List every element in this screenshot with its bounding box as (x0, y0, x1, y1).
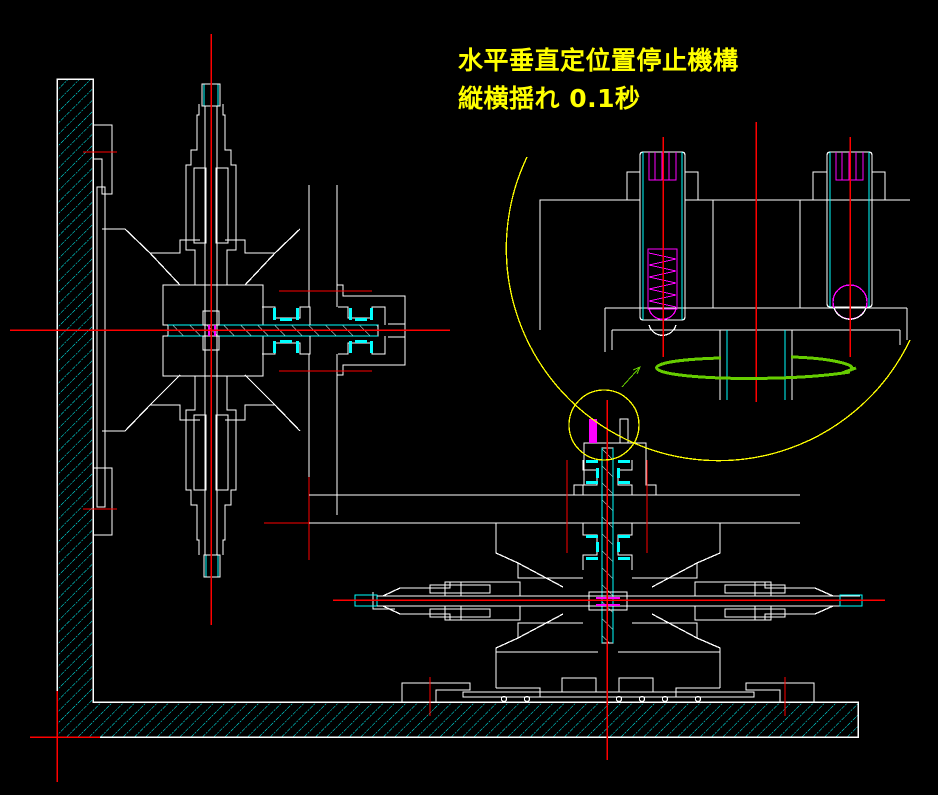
leader-arrowhead (632, 366, 641, 375)
detail-leader-line (621, 366, 641, 388)
horizontal-disc-assembly (333, 400, 885, 760)
detail-callout-circle (568, 389, 640, 461)
lower-boss-r (225, 404, 301, 432)
bearing-housing-2 (338, 306, 386, 355)
vertical-disc-assembly (10, 34, 450, 625)
table-plate (309, 494, 800, 524)
lower-boss (102, 404, 200, 432)
title-line-2: 縦横揺れ 0.1秒 (458, 84, 641, 113)
upper-bearing (582, 460, 633, 495)
small-ball-detent (619, 418, 629, 444)
lower-bearing (582, 523, 633, 570)
bearing-housing-1 (262, 306, 311, 355)
upper-hub-block (162, 284, 264, 326)
title-line-1: 水平垂直定位置停止機構 (458, 46, 739, 75)
detail-view-boundary (505, 156, 911, 462)
base-rollers (500, 695, 702, 703)
rotation-motion-arrow (655, 355, 857, 380)
mount-bracket-top (93, 124, 113, 195)
mount-rail (96, 186, 106, 508)
mount-bracket-bottom (93, 467, 113, 536)
upper-boss-r (225, 228, 301, 254)
drawing-title: 水平垂直定位置停止機構 縦横揺れ 0.1秒 (458, 42, 739, 118)
small-spring-plunger (589, 419, 597, 443)
upper-boss (102, 228, 200, 254)
wall-hatched-section (56, 78, 859, 738)
detail-marker (568, 366, 641, 461)
wall-frame (30, 78, 859, 782)
lower-hub-block (162, 335, 264, 377)
detail-view (505, 122, 911, 462)
